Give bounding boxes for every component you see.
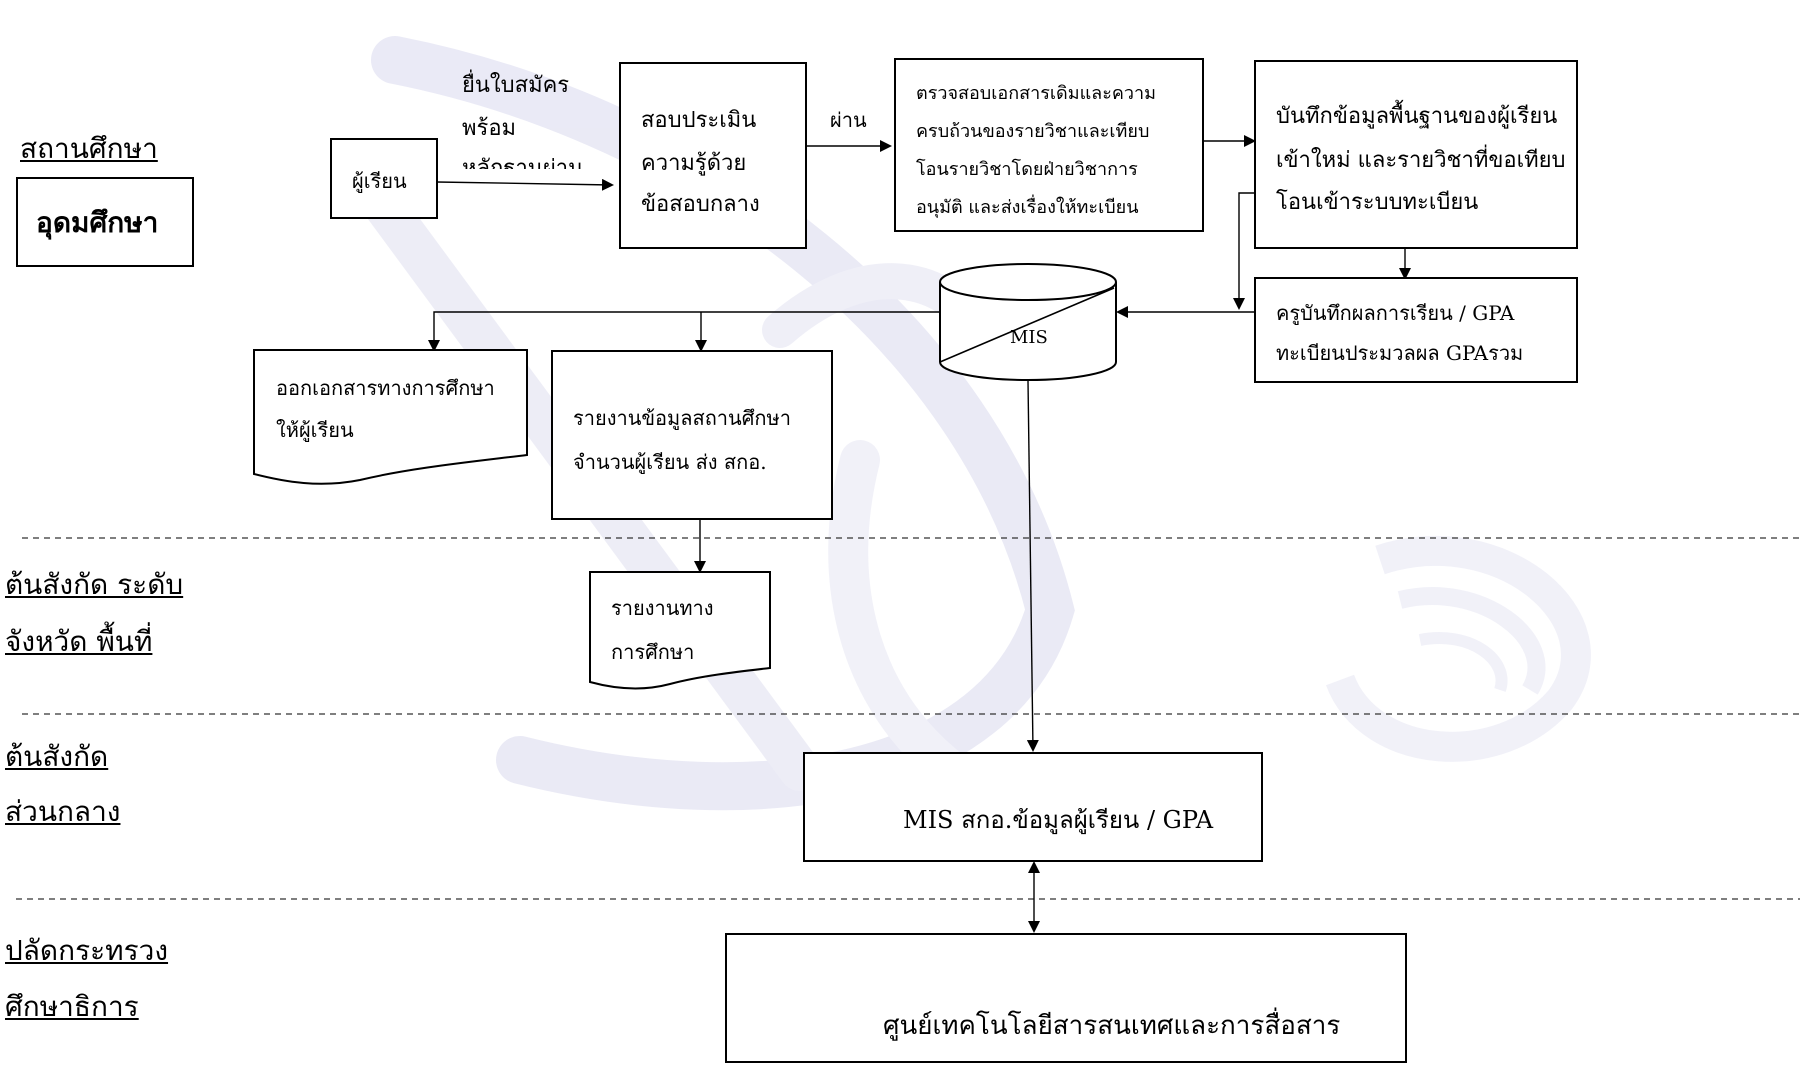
document-shape (253, 349, 528, 485)
record-data-box: บันทึกข้อมูลพื้นฐานของผู้เรียน เข้าใหม่ … (1254, 60, 1578, 249)
arrow (1233, 192, 1254, 310)
ict-center-label: ศูนย์เทคโนโลยีสารสนเทศและการสื่อสาร (883, 1011, 1341, 1041)
ict-center-box: ศูนย์เทคโนโลยีสารสนเทศและการสื่อสาร (725, 933, 1407, 1063)
higher-education-box: อุดมศึกษา (16, 177, 194, 267)
school-report-label-line2: จำนวนผู้เรียน ส่ง สกอ. (573, 450, 767, 474)
apply-label-clip: หลักฐานผ่าน (462, 150, 622, 169)
learner-box: ผู้เรียน (330, 138, 438, 219)
central-mis-label: MIS สกอ.ข้อมูลผู้เรียน / GPA (903, 806, 1214, 834)
verify-label-line3: โอนรายวิชาโดยฝ่ายวิชาการ (916, 159, 1138, 180)
central-mis-box: MIS สกอ.ข้อมูลผู้เรียน / GPA (803, 752, 1263, 862)
issue-document-label-line1: ออกเอกสารทางการศึกษา (276, 376, 495, 400)
pass-label: ผ่าน (830, 108, 867, 132)
level-area-label-line2: จังหวัด พื้นที่ (5, 625, 153, 658)
grade-label-line1: ครูบันทึกผลการเรียน / GPA (1276, 301, 1515, 325)
verify-label-line4: อนุมัติ และส่งเรื่องให้ทะเบียน (916, 197, 1139, 218)
education-report-label-line1: รายงานทาง (611, 596, 714, 620)
level-school-label: สถานศึกษา (20, 132, 158, 165)
education-report-label-line2: การศึกษา (611, 640, 695, 664)
apply-label-line1: ยื่นใบสมัคร (462, 73, 570, 98)
mis-database-label: MIS (1010, 327, 1048, 348)
document-verification-box: ตรวจสอบเอกสารเดิมและความ ครบถ้วนของรายวิ… (894, 58, 1204, 232)
arrow (1026, 380, 1039, 752)
school-report-label-line1: รายงานข้อมูลสถานศึกษา (573, 406, 791, 430)
level-ministry-label-line1: ปลัดกระทรวง (5, 934, 169, 967)
arrow (436, 178, 614, 191)
record-label-line3: โอนเข้าระบบทะเบียน (1276, 190, 1479, 215)
record-label-line2: เข้าใหม่ และรายวิชาที่ขอเทียบ (1276, 148, 1566, 173)
level-central-label-line2: ส่วนกลาง (5, 795, 121, 828)
level-area-label-line1: ต้นสังกัด ระดับ (5, 568, 184, 601)
grade-label-line2: ทะเบียนประมวลผล GPAรวม (1276, 341, 1524, 365)
record-label-line1: บันทึกข้อมูลพื้นฐานของผู้เรียน (1276, 104, 1558, 129)
higher-education-label: อุดมศึกษา (36, 206, 159, 239)
mis-database-shape (939, 263, 1117, 381)
apply-label-line3: หลักฐานผ่าน (462, 156, 584, 169)
apply-label-line2: พร้อม (462, 116, 517, 141)
level-ministry-label-line2: ศึกษาธิการ (5, 990, 139, 1023)
assessment-label-line2: ความรู้ด้วย (641, 151, 747, 176)
assessment-box: สอบประเมิน ความรู้ด้วย ข้อสอบกลาง (619, 62, 807, 249)
verify-label-line2: ครบถ้วนของรายวิชาและเทียบ (916, 121, 1150, 142)
verify-label-line1: ตรวจสอบเอกสารเดิมและความ (916, 83, 1156, 104)
level-central-label-line1: ต้นสังกัด (5, 740, 109, 773)
assessment-label-line3: ข้อสอบกลาง (641, 192, 760, 217)
assessment-label-line1: สอบประเมิน (641, 108, 757, 133)
school-report-box: รายงานข้อมูลสถานศึกษา จำนวนผู้เรียน ส่ง … (551, 350, 833, 520)
issue-document-label-line2: ให้ผู้เรียน (276, 418, 354, 442)
arrow (428, 311, 940, 352)
grade-record-box: ครูบันทึกผลการเรียน / GPA ทะเบียนประมวลผ… (1254, 277, 1578, 383)
learner-label: ผู้เรียน (352, 169, 407, 193)
document-shape (589, 571, 771, 690)
